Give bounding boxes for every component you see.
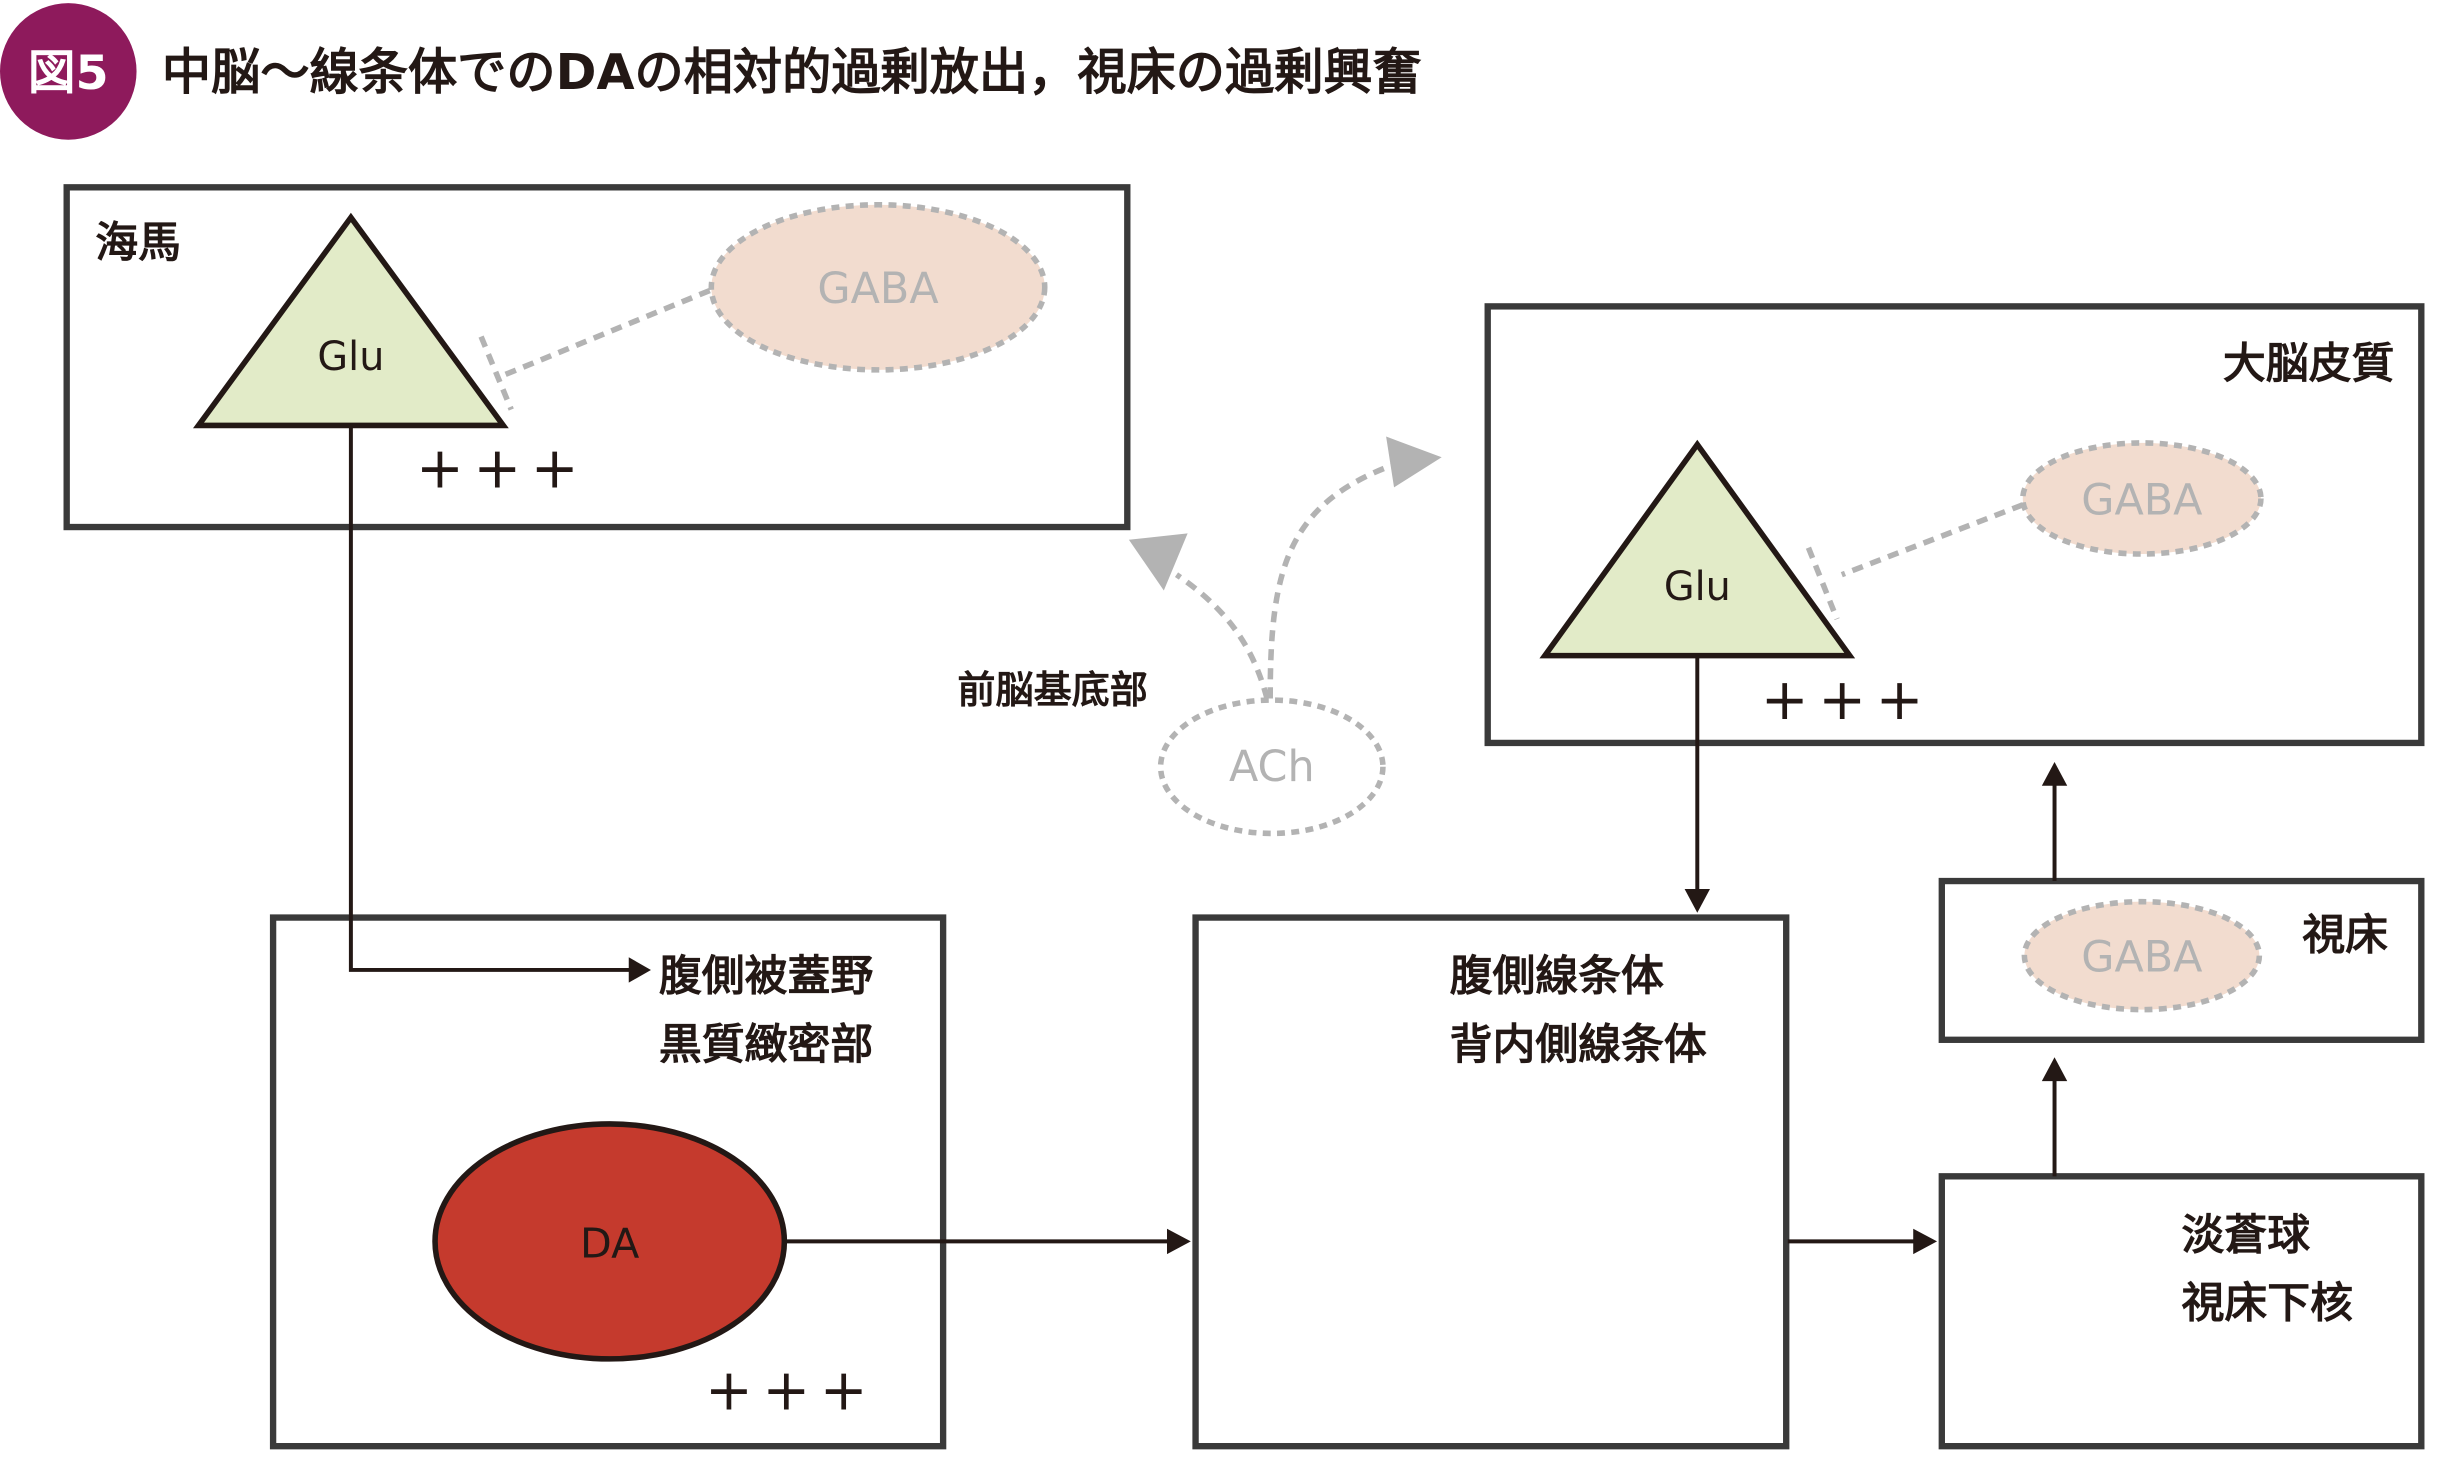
vta-snc-label-line1: 腹側被蓋野	[659, 952, 873, 1002]
hippocampus-gaba-neuron	[708, 202, 1048, 373]
striatum-label-line1: 腹側線条体	[1450, 952, 1664, 1002]
striatum-to-gp-arrowhead	[1913, 1228, 1938, 1255]
figure-title: 中脳～線条体でのDAの相対的過剰放出，視床の過剰興奮	[162, 43, 1422, 101]
thalamus-to-cortex-arrowhead	[2041, 761, 2068, 786]
figure-badge	[0, 3, 137, 140]
cortex-inhibition-bar	[1805, 546, 1840, 621]
gp-stn-label-line1: 淡蒼球	[2182, 1210, 2311, 1260]
connections	[348, 425, 2068, 1255]
thalamus-region: 視床 GABA	[1938, 877, 2425, 1043]
hippocampus-label: 海馬	[95, 218, 181, 268]
cortex-gaba-label: GABA	[2081, 475, 2202, 525]
ach-label: ACh	[1229, 742, 1315, 792]
thalamus-label: 視床	[2302, 910, 2388, 960]
gp-stn-region: 淡蒼球 視床下核	[1938, 1173, 2425, 1450]
ach-arrowhead-cortex	[1386, 436, 1442, 488]
ach-projection-cortex	[1267, 462, 1394, 699]
cortex-label: 大脳皮質	[2223, 339, 2394, 389]
cortex-inhibitory-connection	[1840, 502, 2024, 578]
striatum-box	[1192, 914, 1790, 1450]
cortex-gaba-neuron	[2020, 440, 2264, 557]
hippocampus-region: 海馬 Glu GABA +++	[63, 184, 1131, 531]
hippocampus-gaba-label: GABA	[817, 264, 938, 314]
gp-stn-label-line2: 視床下核	[2182, 1279, 2354, 1329]
figure-badge-label: 図5	[28, 46, 109, 101]
ach-neuron	[1157, 697, 1386, 837]
hippocampus-to-vta-arrowhead	[628, 957, 651, 983]
hippocampus-inhibition-bar	[478, 335, 514, 411]
gp-to-thalamus-arrowhead	[2041, 1057, 2068, 1082]
basal-forebrain-label: 前脳基底部	[957, 668, 1148, 712]
vta-snc-region: 腹側被蓋野 黒質緻密部 DA +++	[269, 914, 947, 1450]
ach-arrowhead-hippocampus	[1128, 533, 1188, 591]
cortex-glu-label: Glu	[1664, 564, 1731, 610]
cortex-region: 大脳皮質 Glu GABA +++	[1484, 303, 2425, 747]
striatum-region: 腹側線条体 背内側線条体	[1192, 914, 1790, 1450]
ach-projection-hippocampus	[1174, 572, 1270, 700]
vta-snc-activity: +++	[705, 1358, 877, 1424]
vta-snc-label-line2: 黒質緻密部	[659, 1020, 873, 1070]
hippocampus-to-vta-connection	[348, 425, 632, 972]
striatum-label-line2: 背内側線条体	[1450, 1020, 1707, 1070]
hippocampus-activity: +++	[416, 435, 588, 501]
da-label: DA	[580, 1219, 639, 1267]
gp-stn-box	[1938, 1173, 2425, 1450]
cortex-to-striatum-arrowhead	[1684, 888, 1710, 913]
thalamus-gaba-label: GABA	[2081, 933, 2202, 983]
hippocampus-glu-label: Glu	[317, 334, 384, 380]
basal-forebrain-region: 前脳基底部 ACh	[957, 436, 1442, 837]
thalamus-gaba-neuron	[2021, 898, 2263, 1013]
figure-header: 図5 中脳～線条体でのDAの相対的過剰放出，視床の過剰興奮	[0, 3, 1422, 140]
vta-to-striatum-arrowhead	[1166, 1228, 1191, 1255]
cortex-activity: +++	[1761, 667, 1933, 733]
